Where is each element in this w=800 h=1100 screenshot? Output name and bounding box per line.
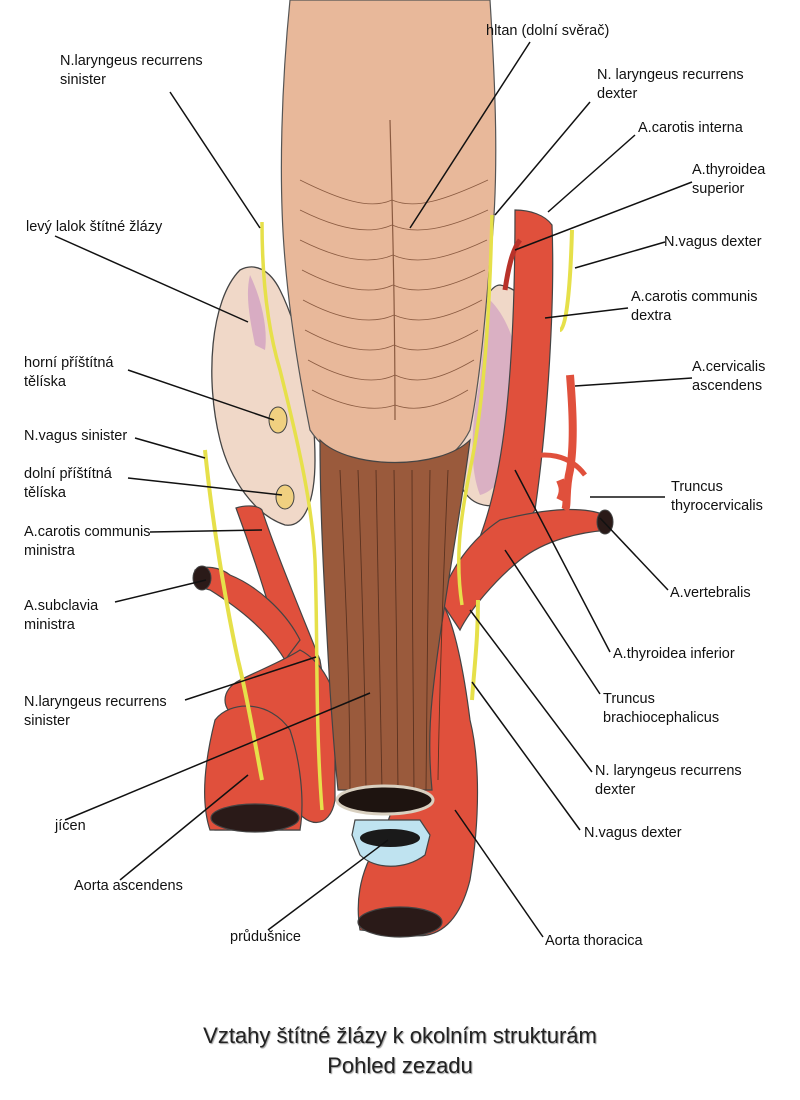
label-n-vagus-sinister: N.vagus sinister (24, 428, 128, 444)
label-a-vertebralis: A.vertebralis (670, 585, 751, 601)
esophagus (319, 438, 471, 791)
aorta-ascendens-body (203, 705, 303, 831)
label-truncus-thyrocervicalis: Truncus thyrocervicalis (671, 479, 763, 514)
label-a-thyroidea-superior: A.thyroidea superior (692, 162, 766, 197)
esophagus-opening-rim (335, 784, 435, 816)
left-thyroid-lobe (211, 266, 316, 526)
left-thyroid-purple (247, 275, 266, 350)
label-a-carotis-interna: A.carotis interna (638, 120, 743, 136)
label-hltan: hltan (dolní svěrač) (486, 23, 610, 39)
aorta-ascendens-opening (210, 803, 300, 833)
n-laryngeus-recurrens-dexter-nerve (456, 214, 494, 606)
right-subclavia-opening (596, 509, 614, 535)
n-vagus-sinister-nerve (203, 449, 264, 781)
pharynx-muscle-lines (299, 179, 489, 409)
label-n-laryngeus-recurrens-sinister-top: N.laryngeus recurrens sinister (60, 53, 203, 88)
esophagus-fibers (339, 469, 449, 791)
label-aorta-thoracica: Aorta thoracica (545, 933, 643, 949)
left-lower-parathyroid (275, 484, 295, 510)
label-a-thyroidea-inferior: A.thyroidea inferior (613, 646, 735, 662)
label-jicen: jícen (55, 818, 86, 834)
trachea-opening (360, 829, 420, 847)
right-carotis-communis (469, 209, 554, 561)
caption-title: Vztahy štítné žlázy k okolním strukturám (203, 1023, 597, 1048)
label-truncus-brachiocephalicus: Truncus brachiocephalicus (603, 691, 720, 726)
left-subclavia-opening (192, 565, 212, 591)
label-a-subclavia-ministra: A.subclavia ministra (24, 598, 99, 633)
label-horni-pristitna: horní příštítná tělíska (24, 355, 114, 390)
truncus-brachiocephalicus (439, 508, 611, 632)
label-n-vagus-dexter-top: N.vagus dexter (664, 234, 762, 250)
label-n-laryngeus-recurrens-sinister-bottom: N.laryngeus recurrens sinister (24, 694, 167, 729)
a-vertebralis-vessel (556, 478, 567, 502)
label-a-cervicalis-ascendens: A.cervicalis ascendens (692, 359, 766, 394)
leader-lines (54, 41, 693, 938)
a-thyroidea-inferior-vessel (519, 452, 587, 477)
n-laryngeus-recurrens-sinister-nerve (260, 221, 324, 811)
a-cervicalis-ascendens-vessel (561, 374, 577, 513)
aorta-thoracica-opening (357, 906, 443, 938)
label-prudusnice: průdušnice (230, 929, 301, 945)
label-levy-lalok: levý lalok štítné žlázy (26, 219, 163, 235)
pharynx (280, 0, 497, 471)
label-n-vagus-dexter-bottom: N.vagus dexter (584, 825, 682, 841)
label-n-laryngeus-recurrens-dexter-top: N. laryngeus recurrens dexter (597, 67, 744, 102)
label-dolni-pristitna: dolní příštítná tělíska (24, 466, 112, 501)
left-upper-parathyroid (268, 406, 288, 434)
label-aorta-ascendens: Aorta ascendens (74, 878, 183, 894)
caption-subtitle: Pohled zezadu (327, 1053, 473, 1078)
a-thyroidea-superior-vessel (502, 238, 523, 291)
label-a-carotis-communis-ministra: A.carotis communis ministra (24, 524, 151, 559)
label-n-laryngeus-recurrens-dexter-bottom: N. laryngeus recurrens dexter (595, 763, 742, 798)
label-a-carotis-communis-dextra: A.carotis communis dextra (631, 289, 758, 324)
n-vagus-dexter-nerve (470, 229, 574, 701)
